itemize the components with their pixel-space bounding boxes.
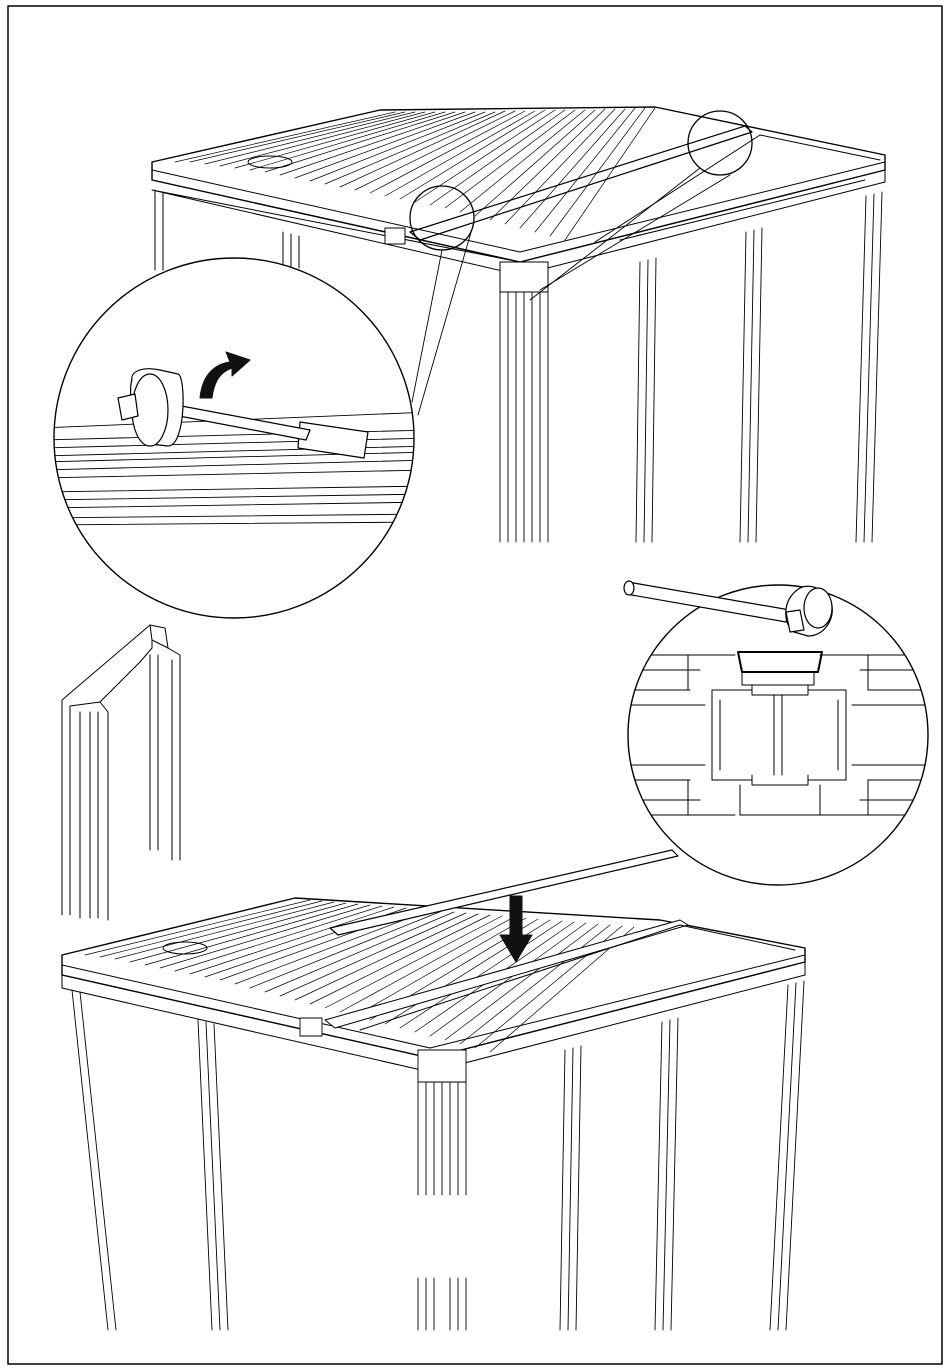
roof-ribs: [175, 108, 655, 240]
corner-bracket: [418, 1050, 466, 1082]
roof-bottom: [62, 850, 805, 1072]
callout-ring-left: [410, 186, 474, 250]
roof-top: [152, 107, 885, 275]
detail-pry-strip: [40, 258, 430, 618]
roof-vent: [163, 942, 207, 954]
walls-bottom: [72, 981, 804, 1330]
roof-vent: [248, 156, 292, 168]
detail-profile-section: [620, 581, 940, 885]
corner-bracket: [500, 262, 548, 292]
roof-strip-part: [62, 625, 180, 920]
shed-bottom: [62, 850, 805, 1330]
down-arrow-icon: [500, 896, 532, 962]
